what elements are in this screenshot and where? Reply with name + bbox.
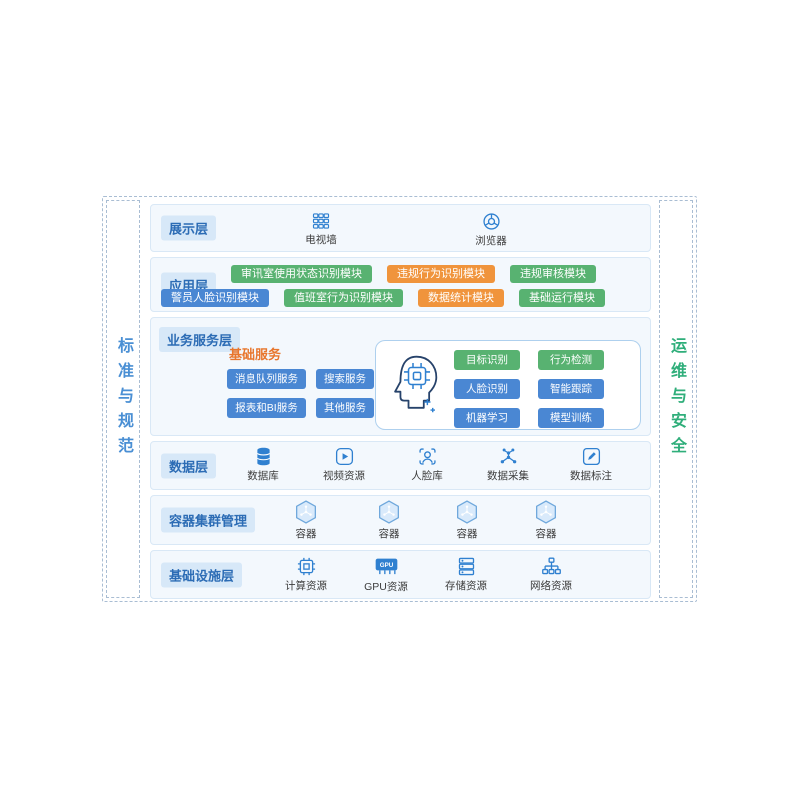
application-layer-row: 应用层 审讯室使用状态识别模块 违规行为识别模块 违规审核模块 警员人脸识别模块… (150, 257, 651, 312)
data-annotation-item: 数据标注 (559, 446, 623, 483)
business-layer-badge: 业务服务层 (159, 327, 241, 352)
database-label: 数据库 (247, 470, 279, 482)
data-annotation-label: 数据标注 (570, 470, 612, 482)
browser-label: 浏览器 (475, 235, 507, 247)
ai-service-chip: 机器学习 (454, 408, 520, 428)
container-hexagon-icon (437, 499, 497, 525)
network-icon (519, 556, 583, 577)
module-chip: 警员人脸识别模块 (161, 289, 269, 307)
data-layer-row: 数据层 数据库 视频资源 (150, 441, 651, 490)
service-chip: 其他服务 (316, 398, 374, 418)
container-hexagon-icon (359, 499, 419, 525)
container-cluster-badge: 容器集群管理 (161, 507, 256, 533)
gpu-icon: GPU (354, 556, 418, 578)
container-item: 容器 (516, 499, 576, 541)
application-modules-row-2: 警员人脸识别模块 值班室行为识别模块 数据统计模块 基础运行模块 (161, 289, 605, 307)
data-layer-badge: 数据层 (161, 453, 217, 478)
presentation-layer-row: 展示层 电视墙 (150, 204, 651, 252)
container-item: 容器 (437, 499, 497, 541)
face-library-icon (395, 446, 459, 467)
ai-service-chip: 人脸识别 (454, 379, 520, 399)
tv-wall-item: 电视墙 (286, 211, 356, 247)
face-library-item: 人脸库 (395, 446, 459, 483)
operations-security-sidebar-label: 运维与安全 (668, 336, 685, 462)
container-cluster-row: 容器集群管理 容器 (150, 495, 651, 545)
database-item: 数据库 (231, 446, 295, 483)
presentation-layer-badge: 展示层 (161, 215, 217, 241)
module-chip: 违规行为识别模块 (387, 265, 495, 283)
face-library-label: 人脸库 (411, 470, 443, 482)
compute-resources-item: 计算资源 (274, 556, 338, 593)
module-chip: 数据统计模块 (418, 289, 504, 307)
browser-icon (456, 211, 526, 232)
basic-services-grid: 消息队列服务 搜索服务 报表和BI服务 其他服务 (227, 369, 374, 418)
storage-resources-item: 存储资源 (434, 556, 498, 593)
service-chip: 搜索服务 (316, 369, 374, 389)
cpu-icon (274, 556, 338, 577)
container-label: 容器 (378, 528, 400, 540)
container-hexagon-icon (276, 499, 336, 525)
business-service-layer-row: 业务服务层 基础服务 消息队列服务 搜索服务 报表和BI服务 其他服务 (150, 317, 651, 436)
ai-service-chip: 行为检测 (538, 350, 604, 370)
ai-service-chip: 目标识别 (454, 350, 520, 370)
module-chip: 值班室行为识别模块 (284, 289, 403, 307)
basic-services-title: 基础服务 (229, 347, 282, 362)
module-chip: 基础运行模块 (519, 289, 605, 307)
data-collection-item: 数据采集 (476, 446, 540, 483)
ai-service-chip: 智能跟踪 (538, 379, 604, 399)
service-chip: 报表和BI服务 (227, 398, 306, 418)
data-collection-label: 数据采集 (487, 470, 529, 482)
container-label: 容器 (456, 528, 478, 540)
application-modules-row-1: 审讯室使用状态识别模块 违规行为识别模块 违规审核模块 (231, 265, 596, 283)
container-item: 容器 (359, 499, 419, 541)
video-resources-item: 视频资源 (312, 446, 376, 483)
compute-resources-label: 计算资源 (285, 580, 327, 592)
database-icon (231, 446, 295, 467)
standards-sidebar: 标准与规范 (106, 200, 140, 598)
tv-wall-icon (286, 211, 356, 231)
gpu-resources-label: GPU资源 (364, 581, 408, 593)
ai-services-panel: 目标识别 行为检测 人脸识别 智能跟踪 机器学习 模型训练 (375, 340, 641, 430)
diagram-outer-border (102, 196, 697, 602)
svg-text:GPU: GPU (379, 562, 393, 569)
ai-service-chip: 模型训练 (538, 408, 604, 428)
service-chip: 消息队列服务 (227, 369, 306, 389)
data-annotation-icon (559, 446, 623, 467)
ai-services-grid: 目标识别 行为检测 人脸识别 智能跟踪 机器学习 模型训练 (454, 350, 604, 428)
infrastructure-layer-badge: 基础设施层 (161, 562, 243, 587)
standards-sidebar-label: 标准与规范 (115, 336, 132, 462)
network-resources-label: 网络资源 (530, 580, 572, 592)
operations-security-sidebar: 运维与安全 (659, 200, 693, 598)
tv-wall-label: 电视墙 (305, 234, 337, 246)
network-resources-item: 网络资源 (519, 556, 583, 593)
storage-icon (434, 556, 498, 577)
data-collection-icon (476, 446, 540, 467)
video-icon (312, 446, 376, 467)
browser-item: 浏览器 (456, 211, 526, 248)
container-item: 容器 (276, 499, 336, 541)
storage-resources-label: 存储资源 (445, 580, 487, 592)
infrastructure-layer-row: 基础设施层 计算资源 GP (150, 550, 651, 599)
container-label: 容器 (295, 528, 317, 540)
container-hexagon-icon (516, 499, 576, 525)
gpu-resources-item: GPU GPU资源 (354, 556, 418, 594)
module-chip: 审讯室使用状态识别模块 (231, 265, 372, 283)
module-chip: 违规审核模块 (510, 265, 596, 283)
video-resources-label: 视频资源 (323, 470, 365, 482)
ai-head-icon (386, 354, 440, 415)
container-label: 容器 (535, 528, 557, 540)
